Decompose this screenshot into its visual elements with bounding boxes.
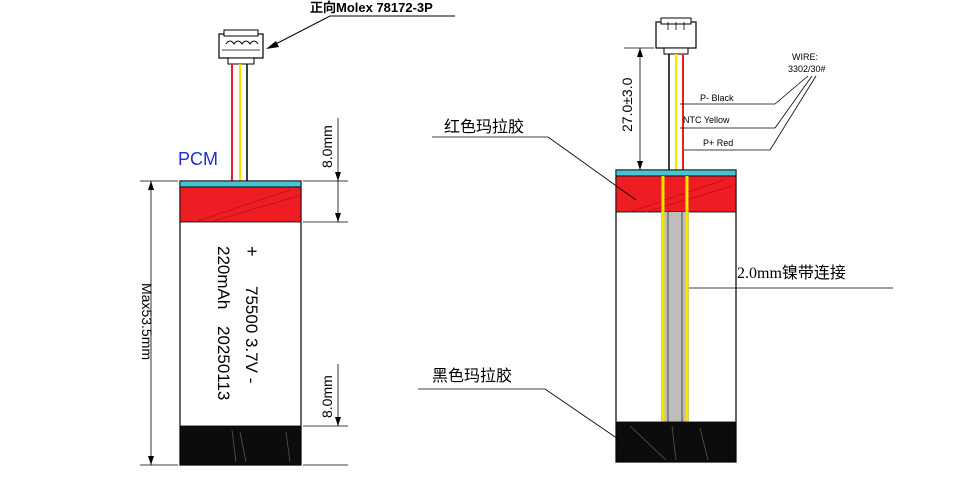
molex-connector — [218, 29, 264, 65]
connector-leader-arrow — [266, 41, 279, 49]
right-wires — [668, 54, 684, 170]
pcm-label: PCM — [178, 149, 218, 169]
right-red-tape — [615, 175, 737, 213]
battery-print: + 75500 3.7V - 220mAh 20250113 — [214, 246, 262, 400]
wire-spec-line2: 3302/30# — [788, 64, 826, 74]
dim-top-label: 8.0mm — [319, 125, 335, 168]
right-battery-view: 27.0±3.0 P- Black NTC Yellow P+ Red WIRE… — [418, 17, 893, 463]
black-tape-label: 黑色玛拉胶 — [432, 367, 512, 385]
left-battery-view: 正向Molex 78172-3P PCM — [139, 0, 455, 466]
dim-max — [140, 180, 178, 466]
nickel-strip-label: 2.0mm镍带连接 — [737, 264, 846, 282]
dim-bottom — [303, 364, 348, 466]
right-connector — [655, 17, 697, 55]
right-black-tape — [615, 421, 737, 463]
wire-red-label: P+ Red — [703, 138, 733, 148]
nickel-strip — [661, 212, 689, 422]
right-pcm-board — [615, 169, 737, 177]
plus-sign: + — [242, 246, 262, 257]
red-tape-label: 红色玛拉胶 — [444, 118, 524, 136]
pcm-board — [179, 180, 302, 188]
wire-yellow-label: NTC Yellow — [683, 115, 730, 125]
connector-label: 正向Molex 78172-3P — [310, 0, 433, 15]
dim-bottom-label: 8.0mm — [319, 375, 335, 418]
left-battery-body — [179, 180, 302, 466]
dim-top — [303, 118, 348, 223]
dim-max-label: Max53.5mm — [139, 283, 155, 360]
wire-annotations — [680, 75, 817, 151]
left-wires — [231, 64, 248, 181]
model-line: 75500 3.7V - — [242, 286, 261, 383]
dim-lead-label: 27.0±3.0 — [619, 77, 635, 132]
black-tape — [179, 425, 302, 466]
right-battery-body — [615, 169, 737, 463]
connector-leader-line — [267, 15, 455, 49]
wire-spec-line1: WIRE: — [792, 52, 818, 62]
date-code: 20250113 — [214, 326, 233, 400]
wire-black-label: P- Black — [700, 93, 734, 103]
capacity-text: 220mAh — [214, 246, 233, 309]
